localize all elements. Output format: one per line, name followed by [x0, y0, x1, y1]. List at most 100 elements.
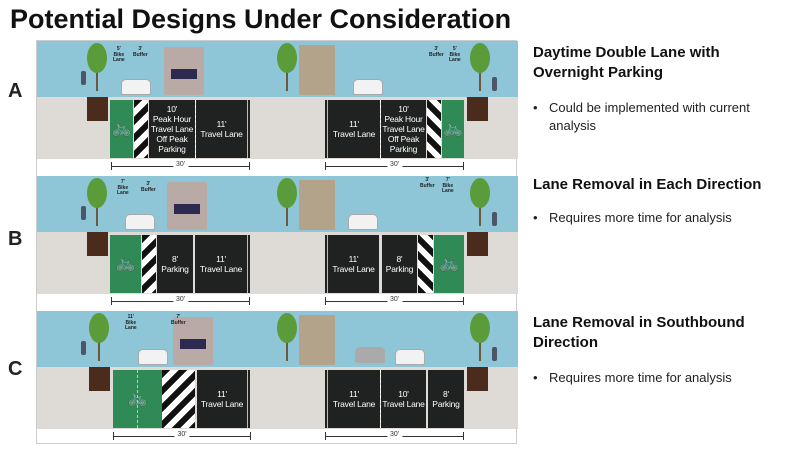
- planter-box: [467, 232, 488, 256]
- option-a-title: Daytime Double Lane with Overnight Parki…: [533, 44, 720, 82]
- lane: 11' Travel Lane: [328, 370, 380, 428]
- tree-trunk: [98, 333, 100, 361]
- buffer: [418, 235, 433, 293]
- width-label: 30': [172, 296, 189, 303]
- tree-trunk: [96, 63, 98, 91]
- center-line: [247, 370, 250, 428]
- bike-lane: 🚲: [110, 235, 141, 293]
- truck-rear-icon: [299, 315, 335, 365]
- bike-icon: 🚲: [111, 119, 132, 137]
- width-label: 30': [174, 431, 190, 438]
- pedestrian-icon: [81, 206, 86, 220]
- center-line: [247, 100, 250, 158]
- option-c-bullet: Requires more time for analysis: [533, 369, 797, 388]
- bike-lane-width-label: 5' Bike Lane: [449, 46, 461, 63]
- planter-box: [87, 97, 108, 121]
- pedestrian-icon: [492, 347, 497, 361]
- center-line: [247, 235, 250, 293]
- truck-rear-icon: [299, 180, 335, 230]
- bike-icon: 🚲: [115, 254, 136, 272]
- buffer-width-label: 3' Buffer: [420, 177, 435, 189]
- tree-icon: [87, 178, 107, 208]
- option-b-title: Lane Removal in Each Direction: [533, 176, 762, 193]
- option-b-description: Lane Removal in Each Direction Requires …: [533, 175, 797, 228]
- car-icon: [125, 214, 155, 230]
- option-a-description: Daytime Double Lane with Overnight Parki…: [533, 43, 797, 136]
- center-line: [325, 370, 328, 428]
- lane-divider: [195, 100, 196, 158]
- buffer-width-label: 3' Buffer: [429, 46, 444, 58]
- bike-lane-divider: [137, 370, 138, 428]
- truck-icon: [173, 317, 213, 365]
- tree-icon: [470, 313, 490, 343]
- pedestrian-icon: [81, 341, 86, 355]
- lane: 8' Parking: [428, 370, 464, 428]
- width-dimension: 30': [111, 161, 250, 170]
- planter-box: [467, 97, 488, 121]
- tree-trunk: [286, 198, 288, 226]
- buffer-width-label: 3' Buffer: [133, 46, 148, 58]
- lane-divider: [380, 370, 381, 428]
- lane: 10' Peak Hour Travel Lane Off Peak Parki…: [381, 100, 426, 158]
- tree-trunk: [286, 63, 288, 91]
- cross-section-a: 5' Bike Lane 3' Buffer 3' Buffer 5' Bike…: [37, 41, 518, 171]
- lane: 10' Peak Hour Travel Lane Off Peak Parki…: [149, 100, 195, 158]
- planter-box: [87, 232, 108, 256]
- cross-section-c: 11' Bike Lane 7' Buffer 🚲 11' Travel Lan…: [37, 311, 518, 441]
- bike-lane-width-label: 11' Bike Lane: [125, 314, 137, 331]
- option-letter-b: B: [8, 228, 23, 250]
- street-cross-sections: 5' Bike Lane 3' Buffer 3' Buffer 5' Bike…: [36, 40, 518, 444]
- pedestrian-icon: [81, 71, 86, 85]
- tree-trunk: [479, 63, 481, 91]
- tree-icon: [277, 178, 297, 208]
- center-line: [325, 100, 328, 158]
- truck-icon: [164, 47, 204, 95]
- lane: 11' Travel Lane: [196, 100, 247, 158]
- width-dimension: 30': [325, 296, 464, 305]
- lane: 8' Parking: [382, 235, 417, 293]
- option-a-bullet: Could be implemented with current analys…: [533, 99, 797, 137]
- option-b-bullet: Requires more time for analysis: [533, 209, 797, 228]
- cross-section-b: 7' Bike Lane 3' Buffer 3' Buffer 7' Bike…: [37, 176, 518, 306]
- buffer: [134, 100, 148, 158]
- tree-icon: [470, 178, 490, 208]
- truck-icon: [167, 182, 207, 230]
- bike-lane-width-label: 7' Bike Lane: [117, 179, 129, 196]
- tree-icon: [470, 43, 490, 73]
- bike-lane: 🚲: [434, 235, 464, 293]
- width-label: 30': [386, 161, 403, 168]
- lane: 11' Travel Lane: [328, 100, 380, 158]
- car-icon: [353, 79, 383, 95]
- width-dimension: 30': [111, 296, 250, 305]
- tree-icon: [277, 43, 297, 73]
- lane: 8' Parking: [157, 235, 193, 293]
- width-dimension: 30': [325, 161, 464, 170]
- tree-trunk: [286, 333, 288, 361]
- tree-trunk: [479, 198, 481, 226]
- tree-trunk: [96, 198, 98, 226]
- option-letter-c: C: [8, 358, 23, 380]
- bike-lane-width-label: 5' Bike Lane: [113, 46, 125, 63]
- slide-title: Potential Designs Under Consideration: [10, 4, 512, 34]
- width-dimension: 30': [325, 431, 464, 440]
- tree-icon: [89, 313, 109, 343]
- buffer: [162, 370, 195, 428]
- pedestrian-icon: [492, 77, 497, 91]
- width-label: 30': [172, 161, 189, 168]
- option-c-title: Lane Removal in Southbound Direction: [533, 314, 745, 352]
- car-icon: [395, 349, 425, 365]
- buffer-width-label: 3' Buffer: [141, 181, 156, 193]
- bike-icon: 🚲: [443, 119, 463, 137]
- truck-rear-icon: [299, 45, 335, 95]
- lane: 10' Travel Lane: [381, 370, 426, 428]
- lane: 11' Travel Lane: [195, 235, 247, 293]
- bike-lane-width-label: 7' Bike Lane: [442, 177, 454, 194]
- lane: 11' Travel Lane: [197, 370, 247, 428]
- center-line: [325, 235, 328, 293]
- lane-divider: [380, 100, 381, 158]
- pedestrian-icon: [492, 212, 497, 226]
- tree-icon: [87, 43, 107, 73]
- bike-lane: 🚲: [442, 100, 464, 158]
- buffer: [427, 100, 441, 158]
- planter-box: [89, 367, 110, 391]
